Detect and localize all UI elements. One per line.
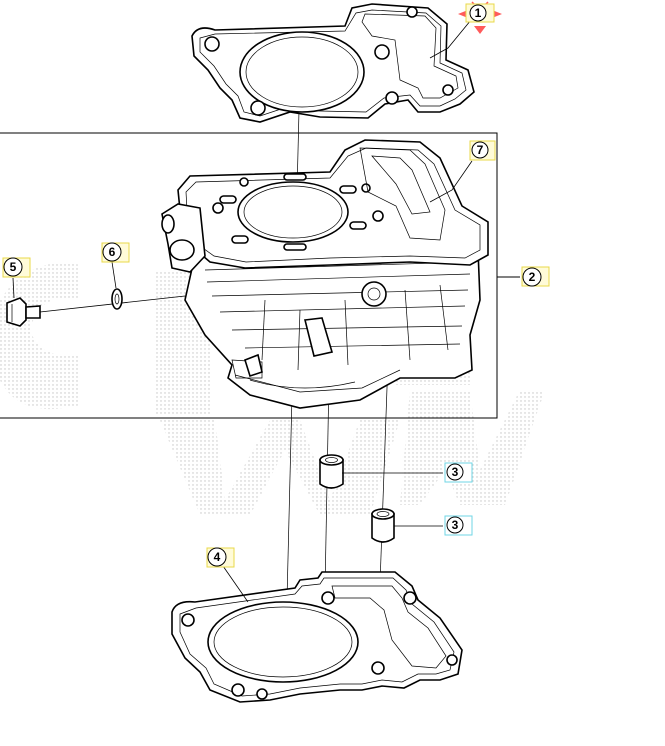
callout-2-number: 2 [529, 270, 536, 284]
cylinder-block [161, 139, 489, 409]
highlight-marker-bottom [474, 26, 486, 34]
callout-7[interactable]: 7 [469, 140, 496, 161]
callout-3-upper-number: 3 [452, 465, 459, 479]
callout-5[interactable]: 5 [2, 257, 31, 278]
washer [111, 288, 123, 310]
head-gasket [191, 3, 475, 123]
callout-3-upper[interactable]: 3 [444, 462, 473, 483]
dowel-pin-1 [319, 454, 344, 489]
callout-4[interactable]: 4 [206, 547, 235, 568]
callout-1[interactable]: 1 [458, 1, 502, 34]
assembly-frame [0, 132, 498, 419]
callout-3-lower-number: 3 [452, 518, 459, 532]
callout-2[interactable]: 2 [521, 266, 550, 287]
callout-6[interactable]: 6 [101, 242, 130, 263]
callout-6-number: 6 [109, 245, 116, 259]
dowel-pin-2 [371, 508, 395, 543]
base-gasket [171, 571, 463, 703]
callout-3-lower[interactable]: 3 [444, 515, 473, 536]
callout-1-number: 1 [475, 6, 482, 20]
callout-7-number: 7 [477, 143, 484, 157]
callout-4-number: 4 [214, 550, 221, 564]
callout-5-number: 5 [10, 260, 17, 274]
leader-lines [12, 19, 473, 603]
